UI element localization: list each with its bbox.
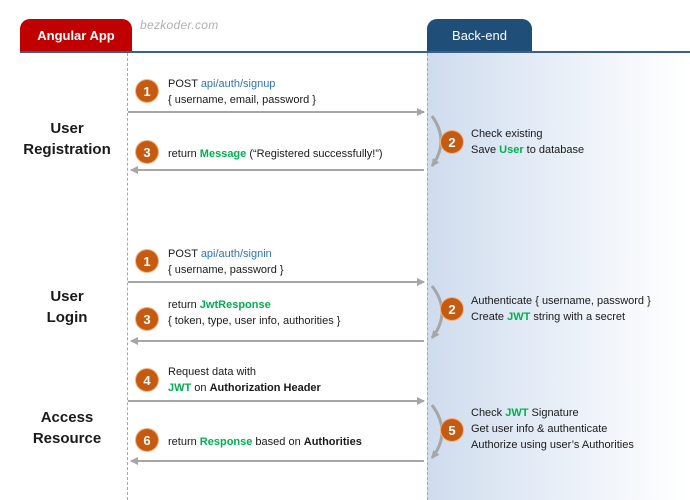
backend-lane-header: Back-end	[427, 19, 532, 52]
registration-server-process-text: Check existing Save User to database	[471, 128, 585, 156]
registration-response-text: return Message (“Registered successfully…	[168, 148, 383, 160]
step-badge: 1	[136, 250, 158, 272]
process-arrow-registration	[430, 115, 443, 167]
watermark: bezkoder.com	[140, 18, 219, 32]
backend-lane-background	[427, 52, 690, 500]
resource-response-text: return Response based on Authorities	[168, 436, 362, 448]
step-badge: 6	[136, 429, 158, 451]
login-response-text: return JwtResponse { token, type, user i…	[168, 299, 341, 327]
step-badge: 3	[136, 141, 158, 163]
signin-endpoint: api/auth/signin	[200, 248, 272, 260]
step-badge: 2	[441, 298, 463, 320]
step-badge: 5	[441, 419, 463, 441]
resource-request-text: Request data with JWT on Authorization H…	[168, 366, 321, 394]
step-badge: 2	[441, 131, 463, 153]
header-divider	[20, 51, 690, 53]
signup-endpoint: api/auth/signup	[200, 78, 276, 90]
step-badge: 4	[136, 369, 158, 391]
login-server-process-text: Authenticate { username, password } Crea…	[471, 295, 651, 323]
server-lifeline	[427, 53, 428, 500]
signup-request-text: POST api/auth/signup { username, email, …	[168, 78, 316, 106]
client-lifeline	[127, 53, 128, 500]
resource-server-process-text: Check JWT Signature Get user info & auth…	[471, 407, 634, 451]
angular-app-lane-header: Angular App	[20, 19, 132, 52]
signin-request-text: POST api/auth/signin { username, passwor…	[168, 248, 284, 276]
step-badge: 3	[136, 308, 158, 330]
step-badge: 1	[136, 80, 158, 102]
